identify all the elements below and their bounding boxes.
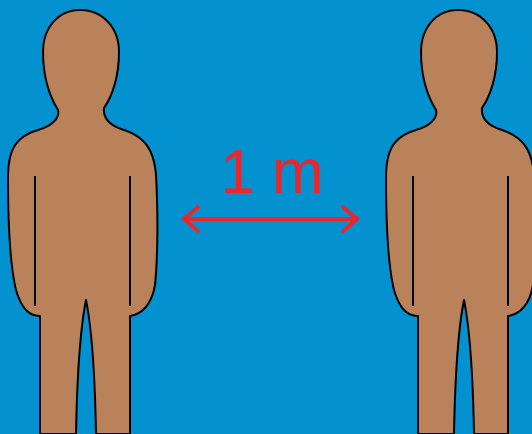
distance-arrow (184, 207, 357, 231)
right-person-figure (386, 10, 532, 434)
left-person-body (8, 10, 157, 434)
left-person-figure (8, 10, 157, 434)
right-person-body (386, 10, 532, 434)
distance-label: 1 m (220, 138, 323, 207)
